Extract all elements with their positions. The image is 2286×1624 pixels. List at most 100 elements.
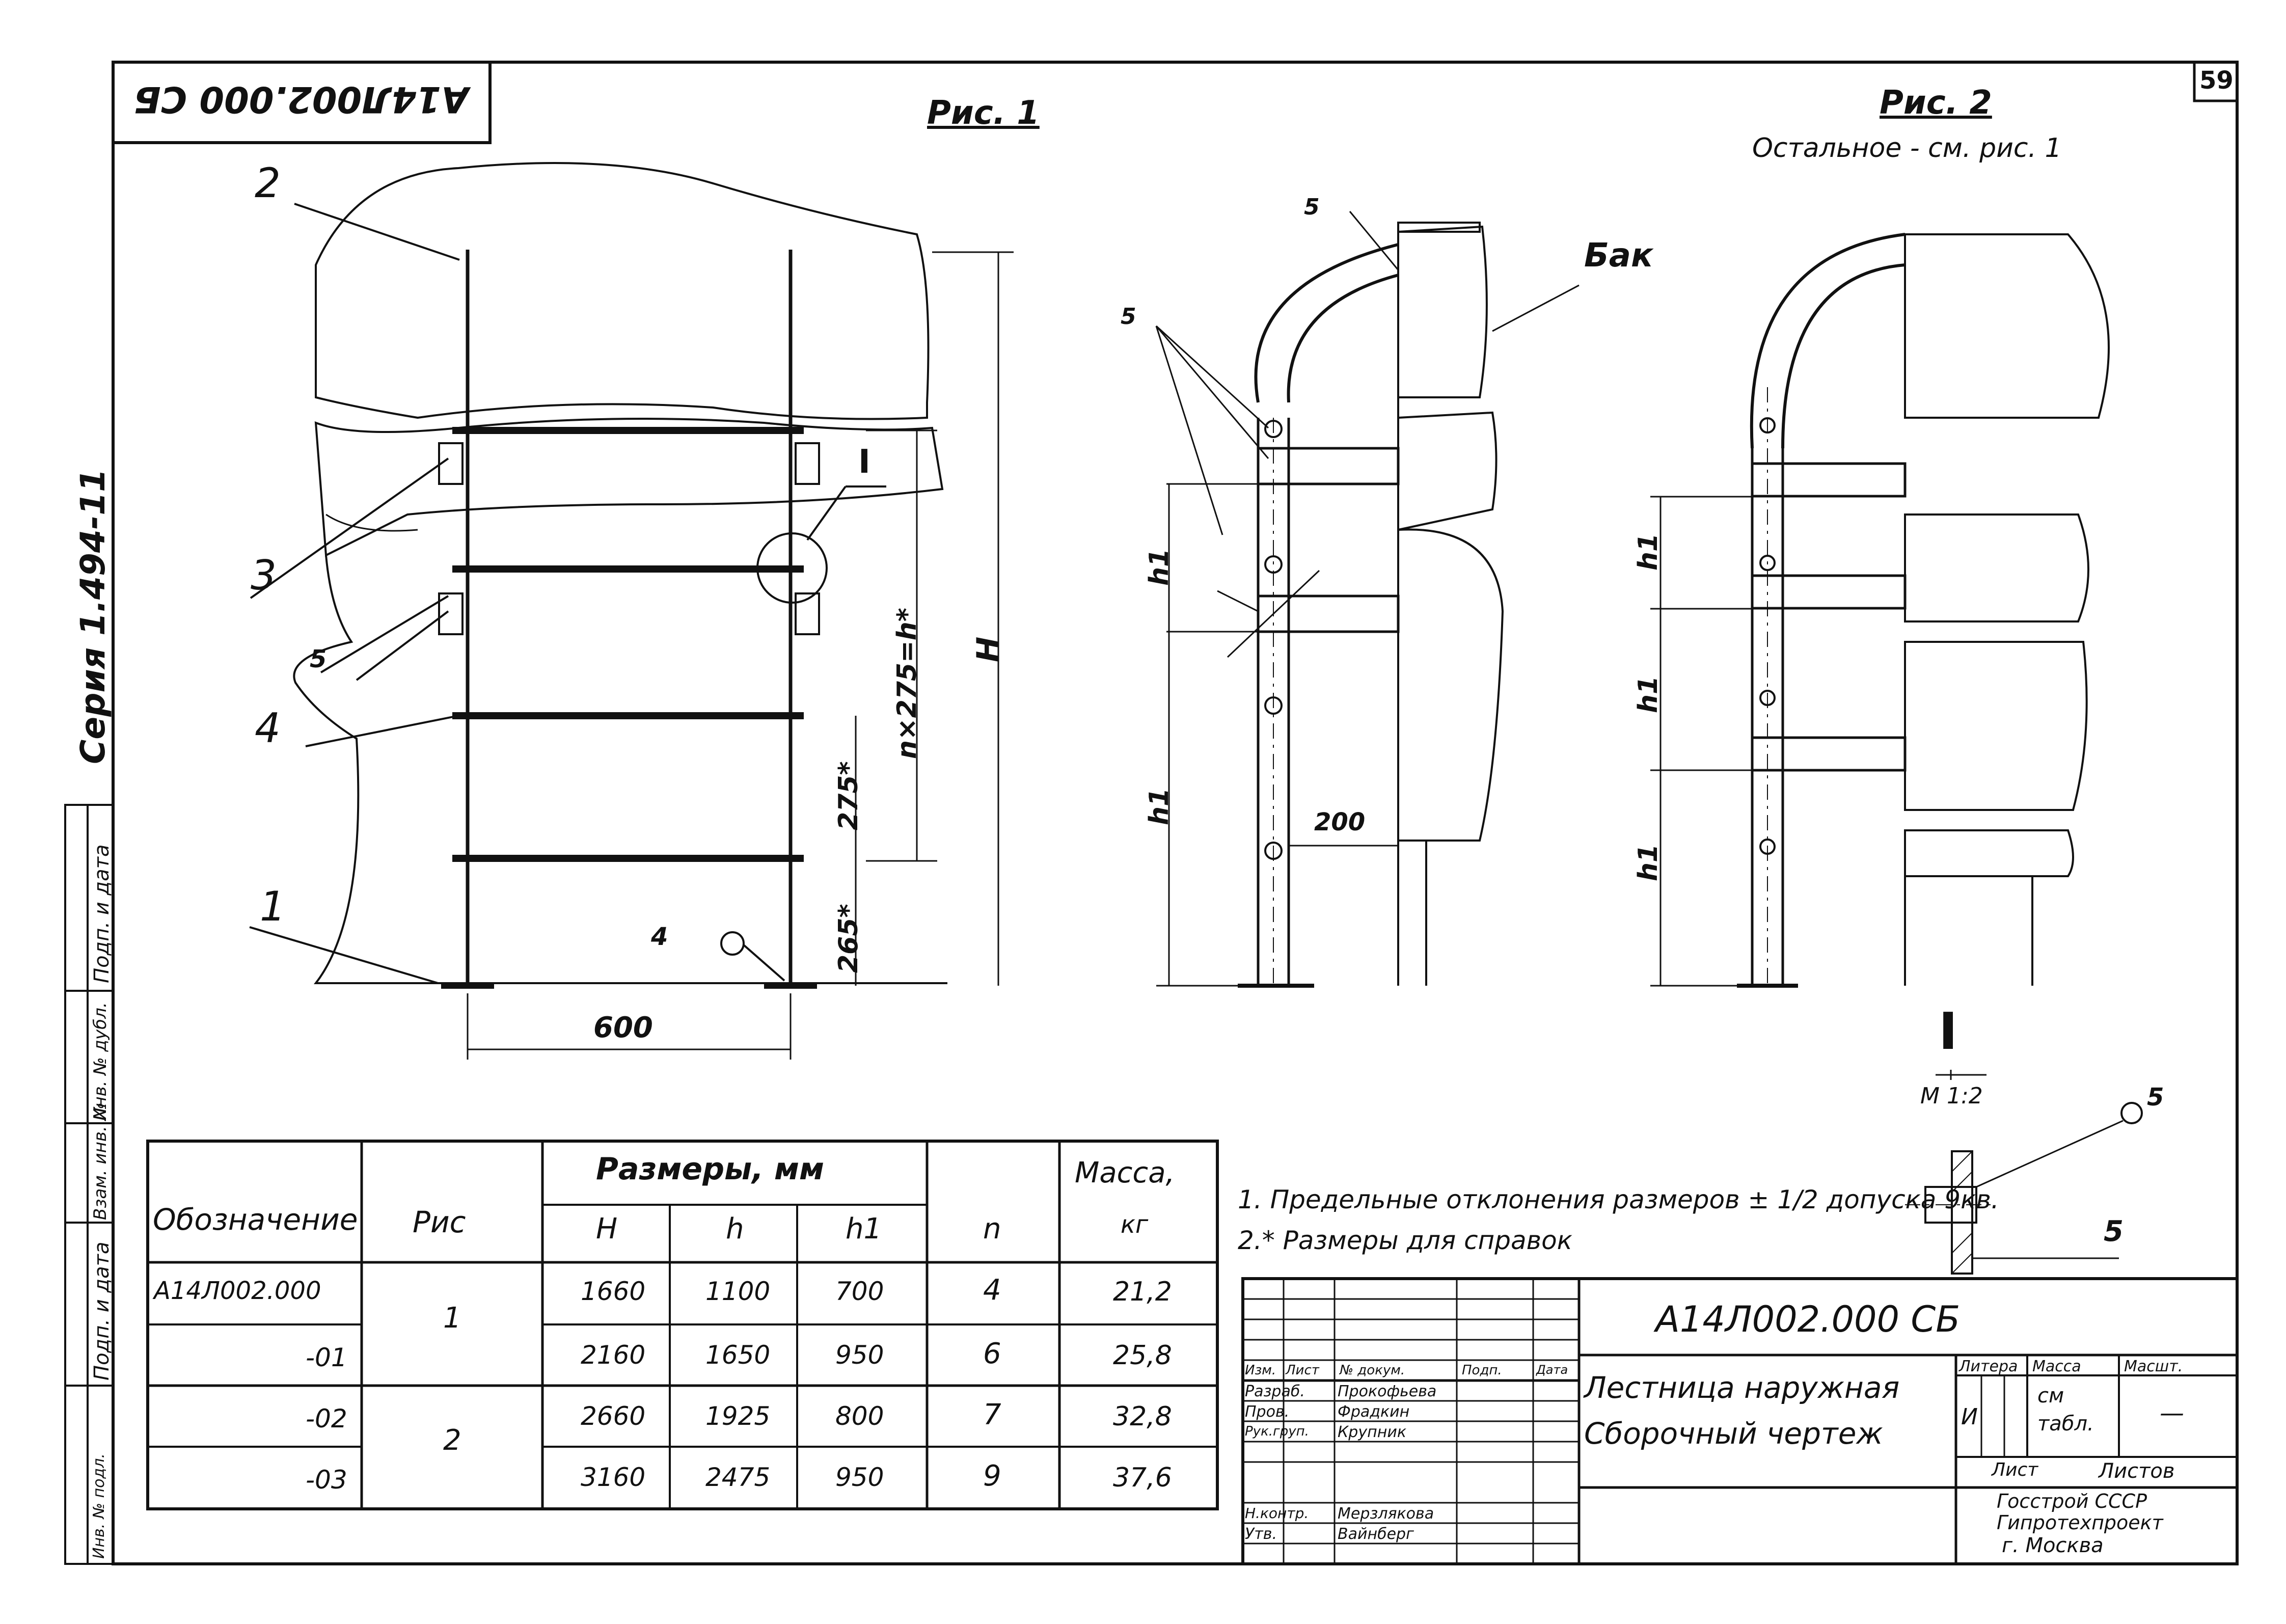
tb-litera-label: Литера: [1959, 1358, 2018, 1375]
detail-weld: 5: [2147, 1083, 2164, 1112]
dim-600: 600: [593, 1011, 653, 1044]
th-h: h: [726, 1212, 744, 1246]
tb-name-line2: Сборочный чертеж: [1584, 1416, 1883, 1451]
series-label: Серия 1.494-11: [73, 468, 113, 764]
dim-h-total: H: [970, 636, 1006, 662]
corner-code: А14Л002.000 СБ: [133, 78, 469, 120]
th-sizes: Размеры, мм: [596, 1151, 825, 1187]
callout-2: 2: [255, 159, 281, 207]
sheet-number-box: [2193, 61, 2239, 102]
cell-h1-3: 950: [835, 1463, 884, 1492]
tb-col-izm: Изм.: [1245, 1363, 1276, 1378]
side-dim-h1-top: h1: [1144, 548, 1175, 586]
tb-mass-value-1: см: [2037, 1384, 2064, 1408]
tb-org-2: Гипротехпроект: [1997, 1511, 2163, 1534]
tb-mass-label: Масса: [2032, 1358, 2081, 1375]
dim-265: 265*: [833, 904, 864, 973]
tb-col-doc: № докум.: [1340, 1363, 1405, 1378]
th-mass-unit: кг: [1121, 1210, 1149, 1239]
cell-H-2: 2660: [581, 1401, 646, 1431]
fig2-title: Рис. 2: [1880, 84, 1992, 122]
cell-h1-0: 700: [835, 1277, 884, 1306]
note-2: 2.* Размеры для справок: [1238, 1226, 1572, 1255]
cell-h1-1: 950: [835, 1340, 884, 1370]
tb-role-name-2: Крупник: [1338, 1423, 1406, 1441]
cell-designation-3: -03: [306, 1465, 347, 1495]
side-dim-200: 200: [1314, 808, 1366, 836]
tb-role-4: Утв.: [1245, 1525, 1277, 1543]
cell-mass-2: 32,8: [1113, 1401, 1172, 1432]
spec-table-grid: [146, 1140, 1219, 1510]
tb-role-1: Пров.: [1245, 1403, 1290, 1421]
sheet-number: 59: [2199, 66, 2234, 95]
tb-scale-value: —: [2160, 1399, 2184, 1427]
side-stamp: [64, 804, 114, 1565]
side-label-1: Подп. и дата: [90, 844, 114, 983]
detail-scale: М 1:2: [1920, 1083, 1983, 1109]
cell-H-0: 1660: [581, 1277, 646, 1306]
tb-role-name-0: Прокофьева: [1338, 1383, 1437, 1400]
tb-col-date: Дата: [1536, 1363, 1568, 1377]
tb-mass-value-2: табл.: [2037, 1412, 2094, 1436]
tb-col-sign: Подп.: [1462, 1363, 1502, 1378]
tb-code: А14Л002.000 СБ: [1655, 1298, 1961, 1340]
tb-org-3: г. Москва: [2002, 1534, 2104, 1557]
cell-designation-0: А14Л002.000: [154, 1277, 321, 1305]
fig2-dim-h1-2: h1: [1633, 675, 1664, 713]
cell-n-0: 4: [983, 1274, 1001, 1307]
side-label-5: Инв. № подл.: [90, 1453, 108, 1559]
section-mark-i: I: [858, 443, 870, 481]
tb-role-0: Разраб.: [1245, 1383, 1305, 1400]
cell-mass-3: 37,6: [1113, 1463, 1172, 1493]
detail-mark: I: [1939, 1002, 1958, 1061]
side-label-3: Взам. инв. №: [90, 1102, 111, 1220]
side-weld-left: 5: [1121, 304, 1136, 330]
tb-role-name-1: Фрадкин: [1338, 1403, 1410, 1421]
detail-dim-5: 5: [2104, 1215, 2124, 1248]
note-1: 1. Предельные отклонения размеров ± 1/2 …: [1238, 1185, 1999, 1214]
side-dim-h1-bottom: h1: [1144, 788, 1175, 825]
dim-275: 275*: [833, 761, 864, 830]
weld-mark-5: 5: [310, 645, 327, 673]
cell-h-0: 1100: [705, 1277, 771, 1306]
side-weld-top: 5: [1304, 194, 1320, 220]
fig1-ladder-front: [249, 162, 1014, 1060]
cell-n-2: 7: [983, 1398, 1001, 1431]
cell-mass-0: 21,2: [1113, 1277, 1172, 1307]
fig1-side-view: [1155, 211, 1580, 988]
dim-n-275-h: n×275=h*: [892, 608, 922, 759]
tb-role-3: Н.контр.: [1245, 1505, 1309, 1522]
cell-fig-group-2: 2: [443, 1424, 461, 1457]
tb-litera-value: И: [1961, 1404, 1978, 1430]
th-mass: Масса,: [1075, 1156, 1175, 1189]
detail-i: [1905, 1070, 2143, 1275]
th-h1: h1: [846, 1212, 882, 1246]
callout-3: 3: [251, 552, 277, 599]
tb-sheets-label: Листов: [2099, 1459, 2175, 1483]
tb-sheet-label: Лист: [1992, 1459, 2038, 1480]
cell-h-3: 2475: [705, 1463, 771, 1492]
cell-designation-1: -01: [306, 1343, 347, 1372]
fig2-dim-h1-3: h1: [1633, 844, 1664, 881]
tb-role-name-4: Вайнберг: [1338, 1525, 1414, 1543]
tb-name-line1: Лестница наружная: [1584, 1370, 1900, 1405]
cell-mass-1: 25,8: [1113, 1340, 1172, 1371]
tb-role-name-3: Мерзлякова: [1338, 1505, 1434, 1523]
th-fig: Рис: [413, 1205, 466, 1239]
cell-fig-group-1: 1: [443, 1302, 461, 1335]
callout-4: 4: [255, 705, 281, 752]
callout-1: 1: [260, 883, 286, 930]
tb-org-1: Госстрой СССР: [1997, 1490, 2147, 1512]
cell-h-1: 1650: [705, 1340, 771, 1370]
cell-n-3: 9: [983, 1459, 1001, 1493]
tb-role-2: Рук.груп.: [1245, 1424, 1309, 1439]
th-n: n: [983, 1212, 1001, 1246]
th-designation: Обозначение: [153, 1202, 358, 1237]
tank-label: Бак: [1584, 237, 1653, 275]
fig2-view: [1650, 233, 2110, 988]
tb-scale-label: Масшт.: [2124, 1358, 2183, 1375]
cell-H-1: 2160: [581, 1340, 646, 1370]
corner-code-box: [112, 61, 492, 144]
